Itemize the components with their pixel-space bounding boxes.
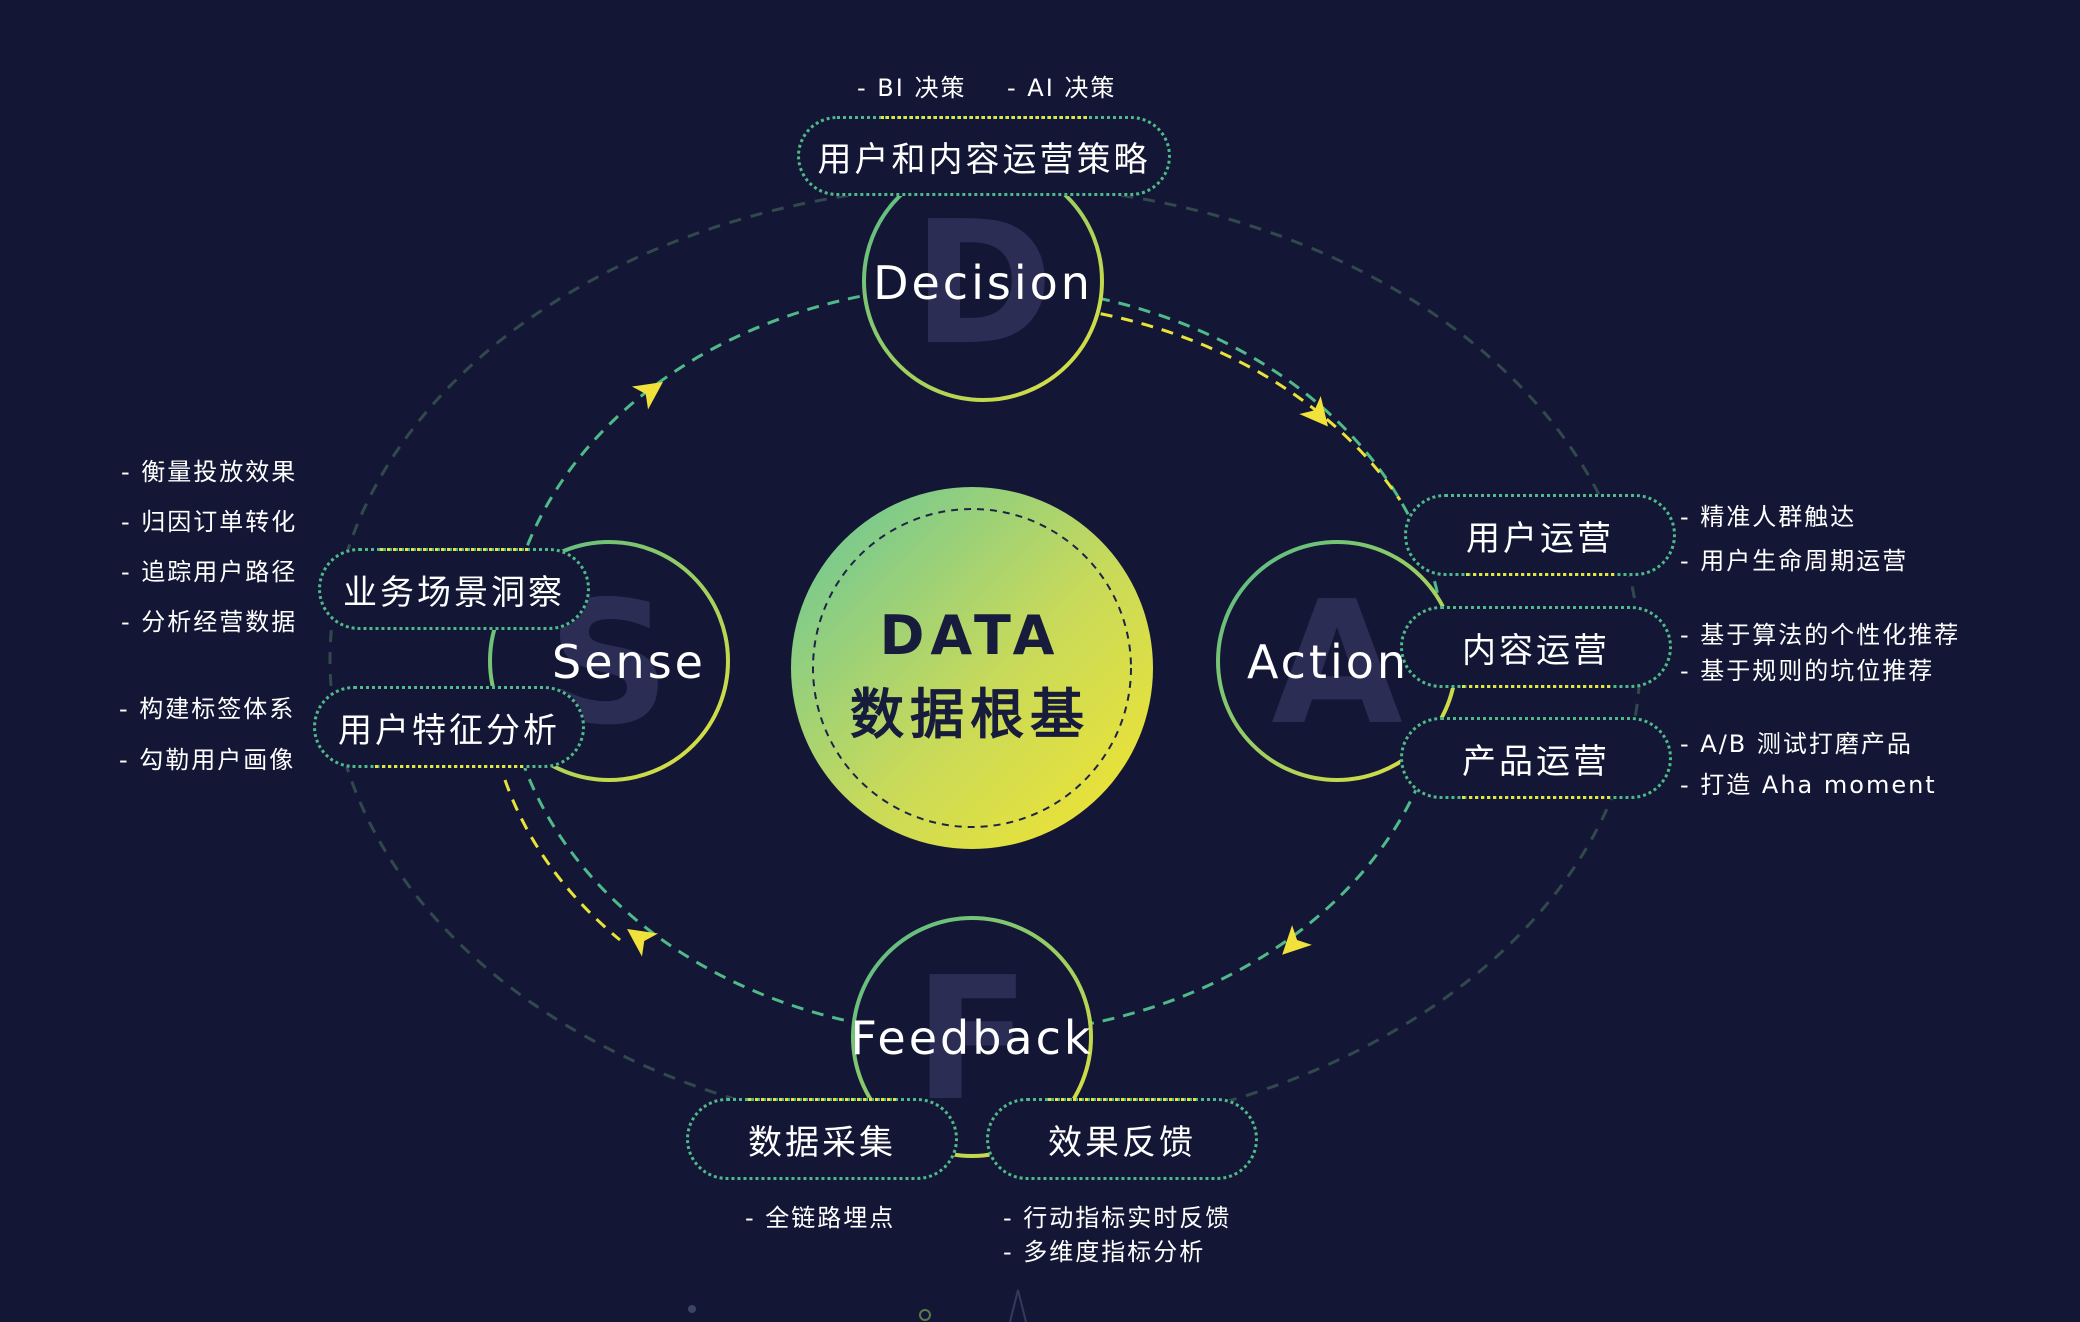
decorative-line [1009, 1289, 1027, 1322]
decorative-dot [688, 1305, 696, 1313]
action-note-4: - 基于规则的坑位推荐 [1680, 657, 1935, 685]
data-foundation-inner-ring [812, 508, 1132, 828]
action-note-2: - 用户生命周期运营 [1680, 547, 1909, 575]
arrow-decision-to-action [1299, 396, 1328, 427]
feedback-label: Feedback [850, 1011, 1094, 1065]
action-watermark-letter: A [1271, 565, 1403, 763]
decision-note-ai: - AI 决策 [1007, 74, 1117, 102]
feedback-note-3: - 多维度指标分析 [1003, 1238, 1206, 1266]
action-note-6: - 打造 Aha moment [1680, 771, 1937, 799]
sense-note-2: - 归因订单转化 [121, 508, 298, 536]
decision-label: Decision [873, 256, 1093, 310]
sense-note-5: - 构建标签体系 [119, 695, 296, 723]
data-foundation-circle [791, 487, 1153, 849]
decorative-ring [919, 1309, 931, 1321]
cycle-segment-yellow-1 [1079, 308, 1402, 501]
feedback-watermark-letter: F [913, 941, 1031, 1139]
feedback-note-1: - 全链路埋点 [745, 1204, 896, 1232]
sense-user-feature-pill: 用户特征分析 [313, 686, 585, 768]
action-note-5: - A/B 测试打磨产品 [1680, 730, 1913, 758]
sense-note-6: - 勾勒用户画像 [119, 746, 296, 774]
action-user-ops-pill: 用户运营 [1404, 494, 1676, 576]
arrow-sense-to-decision [631, 381, 663, 410]
sense-label: Sense [552, 635, 706, 689]
decision-strategy-pill: 用户和内容运营策略 [797, 116, 1171, 196]
sense-note-4: - 分析经营数据 [121, 608, 298, 636]
action-content-ops-pill: 内容运营 [1400, 606, 1672, 688]
action-label: Action [1246, 635, 1410, 689]
arrow-feedback-to-sense [627, 928, 659, 957]
feedback-node-circle [851, 916, 1093, 1158]
action-note-3: - 基于算法的个性化推荐 [1680, 621, 1961, 649]
center-title: DATA [879, 604, 1061, 667]
decision-note-bi: - BI 决策 [857, 74, 967, 102]
feedback-note-2: - 行动指标实时反馈 [1003, 1204, 1232, 1232]
center-subtitle: 数据根基 [850, 683, 1090, 746]
feedback-data-collection-pill: 数据采集 [686, 1098, 958, 1180]
feedback-effect-pill: 效果反馈 [986, 1098, 1258, 1180]
cycle-segment-yellow-2 [503, 779, 621, 942]
sense-note-1: - 衡量投放效果 [121, 458, 298, 486]
sense-scenario-pill: 业务场景洞察 [318, 548, 590, 630]
action-product-ops-pill: 产品运营 [1400, 717, 1672, 799]
decision-watermark-letter: D [912, 185, 1054, 383]
sense-note-3: - 追踪用户路径 [121, 558, 298, 586]
action-note-1: - 精准人群触达 [1680, 503, 1857, 531]
